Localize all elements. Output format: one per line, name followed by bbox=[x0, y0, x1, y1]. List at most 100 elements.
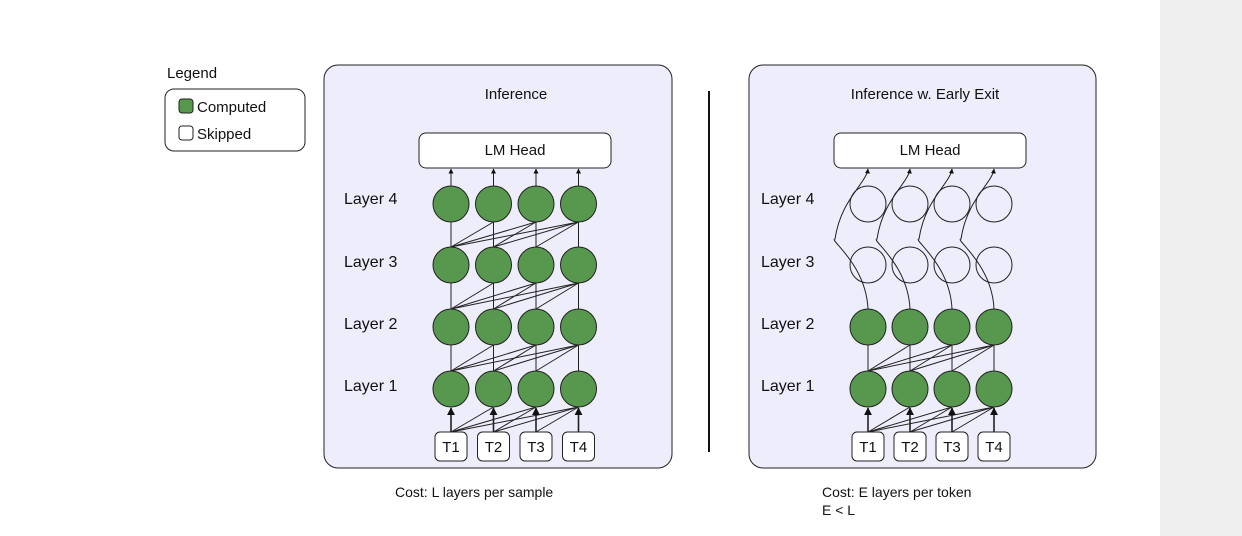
token-connection bbox=[535, 406, 579, 433]
token-label: T3 bbox=[527, 439, 545, 456]
panel-early-exit-lm-head bbox=[833, 132, 1027, 169]
layer-connection bbox=[909, 344, 953, 372]
layer-connection bbox=[535, 221, 579, 248]
panel-inference-layer-3-label: Layer 3 bbox=[344, 254, 397, 271]
token-box bbox=[935, 431, 969, 462]
token-box bbox=[434, 431, 468, 462]
exit-arrow bbox=[959, 168, 996, 310]
panel-inference-layer-1-label: Layer 1 bbox=[344, 378, 397, 395]
computed-node bbox=[475, 246, 512, 284]
layer-connection bbox=[867, 344, 911, 372]
layer-connection bbox=[450, 221, 494, 248]
token-box bbox=[893, 431, 927, 462]
layer-connection bbox=[450, 344, 494, 372]
skipped-node bbox=[849, 246, 887, 284]
layer-connection bbox=[493, 344, 537, 372]
layer-connection bbox=[535, 344, 579, 372]
skipped-node bbox=[849, 185, 887, 223]
skipped-node bbox=[933, 185, 971, 223]
panel-early-exit-lm-head-label: LM Head bbox=[900, 142, 961, 159]
skipped-node bbox=[975, 185, 1013, 223]
token-label: T4 bbox=[985, 439, 1003, 456]
computed-node bbox=[432, 370, 470, 408]
legend-computed-swatch bbox=[178, 98, 194, 114]
panel-inference-layer-4-label: Layer 4 bbox=[344, 191, 397, 208]
panel-inference-layer-2-label: Layer 2 bbox=[344, 316, 397, 333]
token-connection bbox=[867, 406, 911, 433]
token-connection bbox=[909, 406, 953, 433]
legend-skipped-label: Skipped bbox=[197, 126, 251, 143]
legend-computed-label: Computed bbox=[197, 99, 266, 116]
computed-node bbox=[475, 185, 512, 223]
legend-box bbox=[164, 88, 306, 152]
token-label: T1 bbox=[859, 439, 877, 456]
token-box bbox=[851, 431, 885, 462]
panel-inference: Inference LM Head Layer 4 Layer 3 Layer … bbox=[323, 64, 673, 500]
computed-node bbox=[432, 246, 470, 284]
token-label: T1 bbox=[442, 439, 460, 456]
computed-node bbox=[517, 185, 555, 223]
computed-node bbox=[432, 185, 470, 223]
layer-connection bbox=[493, 221, 537, 248]
token-box bbox=[977, 431, 1011, 462]
layer-connection bbox=[493, 282, 537, 310]
computed-node bbox=[933, 308, 971, 346]
panel-early-exit-layer-4-label: Layer 4 bbox=[761, 191, 814, 208]
panel-inference-lm-head-label: LM Head bbox=[485, 142, 546, 159]
computed-node bbox=[933, 370, 971, 408]
computed-node bbox=[517, 246, 555, 284]
layer-connection bbox=[450, 282, 494, 310]
skipped-node bbox=[933, 246, 971, 284]
panel-early-exit: Inference w. Early Exit LM Head Layer 4 … bbox=[748, 64, 1097, 518]
token-connection bbox=[951, 406, 995, 433]
exit-arrow bbox=[833, 168, 870, 310]
token-box bbox=[477, 431, 510, 462]
computed-node bbox=[975, 370, 1013, 408]
exit-arrow bbox=[875, 168, 912, 310]
computed-node bbox=[432, 308, 470, 346]
token-label: T2 bbox=[901, 439, 919, 456]
early-exit-diagram: Legend Computed Skipped Inference LM Hea… bbox=[164, 64, 1097, 518]
legend: Legend Computed Skipped bbox=[164, 65, 306, 152]
computed-node bbox=[517, 308, 555, 346]
token-label: T3 bbox=[943, 439, 961, 456]
panel-early-exit-layer-3-label: Layer 3 bbox=[761, 254, 814, 271]
panel-inference-cost: Cost: L layers per sample bbox=[395, 484, 553, 500]
computed-node bbox=[560, 370, 597, 408]
exit-arrow bbox=[917, 168, 954, 310]
computed-node bbox=[475, 370, 512, 408]
skipped-node bbox=[891, 246, 929, 284]
skipped-node bbox=[891, 185, 929, 223]
panel-early-exit-layer-2-label: Layer 2 bbox=[761, 316, 814, 333]
token-box bbox=[562, 431, 595, 462]
panel-inference-title: Inference bbox=[485, 86, 548, 103]
token-label: T2 bbox=[485, 439, 503, 456]
computed-node bbox=[560, 185, 597, 223]
panel-inference-graph: T1 T2 T3 T4 bbox=[432, 168, 597, 462]
computed-node bbox=[475, 308, 512, 346]
token-connection bbox=[493, 406, 537, 433]
token-connection bbox=[450, 406, 494, 433]
panel-early-exit-cost-line-2: E < L bbox=[822, 502, 855, 518]
computed-node bbox=[517, 370, 555, 408]
skipped-node bbox=[975, 246, 1013, 284]
computed-node bbox=[891, 370, 929, 408]
legend-skipped-swatch bbox=[178, 125, 194, 141]
panel-early-exit-title: Inference w. Early Exit bbox=[851, 86, 1000, 103]
panel-early-exit-layer-1-label: Layer 1 bbox=[761, 378, 814, 395]
computed-node bbox=[560, 246, 597, 284]
panel-inference-lm-head bbox=[418, 132, 612, 169]
right-sidebar bbox=[1160, 0, 1242, 536]
layer-connection bbox=[951, 344, 995, 372]
token-box bbox=[519, 431, 553, 462]
layer-connection bbox=[535, 282, 579, 310]
legend-title: Legend bbox=[167, 65, 217, 82]
panel-early-exit-cost-line-1: Cost: E layers per token bbox=[822, 484, 971, 500]
computed-node bbox=[975, 308, 1013, 346]
computed-node bbox=[849, 308, 887, 346]
panel-early-exit-graph: T1 T2 T3 T4 bbox=[833, 168, 1013, 462]
computed-node bbox=[891, 308, 929, 346]
token-label: T4 bbox=[570, 439, 588, 456]
computed-node bbox=[560, 308, 597, 346]
computed-node bbox=[849, 370, 887, 408]
